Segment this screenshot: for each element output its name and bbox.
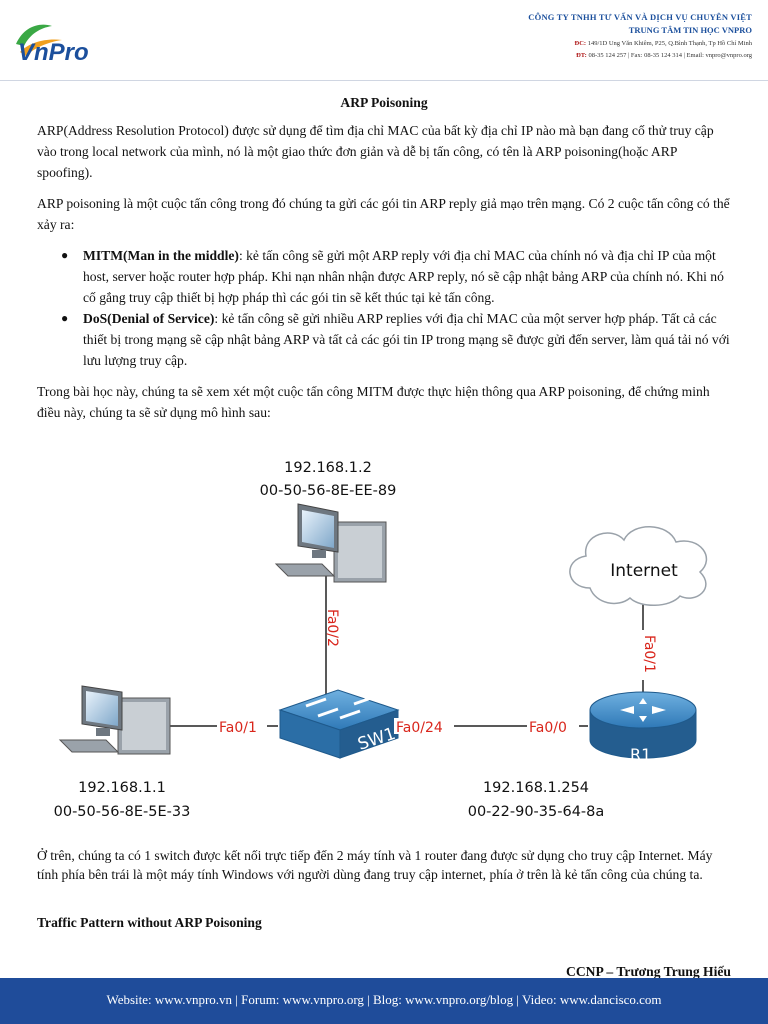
list-item-text: : kẻ tấn công sẽ gửi một ARP reply với đ… [83, 248, 724, 305]
page-footer: Website: www.vnpro.vn | Forum: www.vnpro… [0, 978, 768, 1024]
left-pc-ip: 192.168.1.1 [78, 780, 166, 796]
footer-links: Website: www.vnpro.vn | Forum: www.vnpro… [106, 992, 662, 1007]
attack-list: ● MITM(Man in the middle): kẻ tấn công s… [37, 245, 731, 371]
company-address: ĐC: 149/1D Ung Văn Khiêm, P25, Q.Bình Th… [452, 40, 753, 47]
left-pc-mac: 00-50-56-8E-5E-33 [54, 804, 191, 820]
router-mac: 00-22-90-35-64-8a [468, 804, 605, 820]
address-label: ĐC: [574, 40, 587, 47]
center-name: TRUNG TÂM TIN HỌC VNPRO [628, 25, 752, 35]
paragraph-lesson: Trong bài học này, chúng ta sẽ xem xét m… [37, 384, 710, 420]
list-item-text: : kẻ tấn công sẽ gửi nhiều ARP replies v… [83, 311, 730, 368]
company-contact: ĐT: 08-35 124 257 | Fax: 08-35 124 314 |… [452, 52, 752, 59]
section-subheading: Traffic Pattern without ARP Poisoning [37, 915, 262, 930]
address-text: 149/1D Ung Văn Khiêm, P25, Q.Bình Thạnh,… [587, 40, 752, 47]
page-header: VnPro CÔNG TY TNHH TƯ VẤN VÀ DỊCH VỤ CHU… [0, 0, 768, 80]
internet-label: Internet [610, 561, 678, 581]
bullet-icon: ● [61, 248, 69, 262]
bullet-icon: ● [61, 311, 69, 325]
port-label-fa0-1-router: Fa0/1 [641, 635, 657, 673]
port-label-fa0-24: Fa0/24 [396, 720, 443, 736]
contact-text: 08-35 124 257 | Fax: 08-35 124 314 | Ema… [588, 52, 752, 59]
port-label-fa0-2: Fa0/2 [324, 609, 340, 647]
vnpro-logo: VnPro [16, 24, 89, 66]
switch-icon: SW1 [278, 689, 400, 759]
attacker-pc-icon [274, 503, 387, 583]
list-item-term: MITM(Man in the middle) [83, 248, 239, 263]
top-pc-mac: 00-50-56-8E-EE-89 [260, 483, 397, 499]
paragraph-topology: Ở trên, chúng ta có 1 switch được kết nố… [37, 848, 713, 882]
port-label-fa0-0: Fa0/0 [529, 720, 567, 736]
paragraph-intro: ARP(Address Resolution Protocol) được sử… [37, 123, 714, 180]
list-item: ● MITM(Man in the middle): kẻ tấn công s… [61, 245, 731, 308]
router-label: R1 [630, 745, 651, 764]
document-body: ARP Poisoning ARP(Address Resolution Pro… [37, 86, 731, 433]
company-info: CÔNG TY TNHH TƯ VẤN VÀ DỊCH VỤ CHUYÊN VI… [452, 12, 752, 59]
paragraph-attacks: ARP poisoning là một cuộc tấn công trong… [37, 196, 730, 232]
port-label-fa0-1-switch: Fa0/1 [219, 720, 257, 736]
router-icon: R1 [589, 691, 697, 764]
internet-cloud-icon: Internet [569, 526, 707, 606]
logo-text: VnPro [18, 39, 89, 66]
header-divider [0, 80, 768, 81]
router-ip: 192.168.1.254 [483, 780, 589, 796]
contact-label: ĐT: [576, 52, 587, 59]
company-name: CÔNG TY TNHH TƯ VẤN VÀ DỊCH VỤ CHUYÊN VI… [528, 12, 752, 22]
network-diagram: 192.168.1.2 00-50-56-8E-EE-89 SW1 [54, 460, 707, 820]
victim-pc-icon [58, 685, 171, 755]
author-signature: CCNP – Trương Trung Hiếu [566, 964, 731, 979]
top-pc-ip: 192.168.1.2 [284, 460, 372, 476]
list-item-term: DoS(Denial of Service) [83, 311, 215, 326]
document-title: ARP Poisoning [340, 95, 428, 110]
list-item: ● DoS(Denial of Service): kẻ tấn công sẽ… [61, 308, 731, 371]
